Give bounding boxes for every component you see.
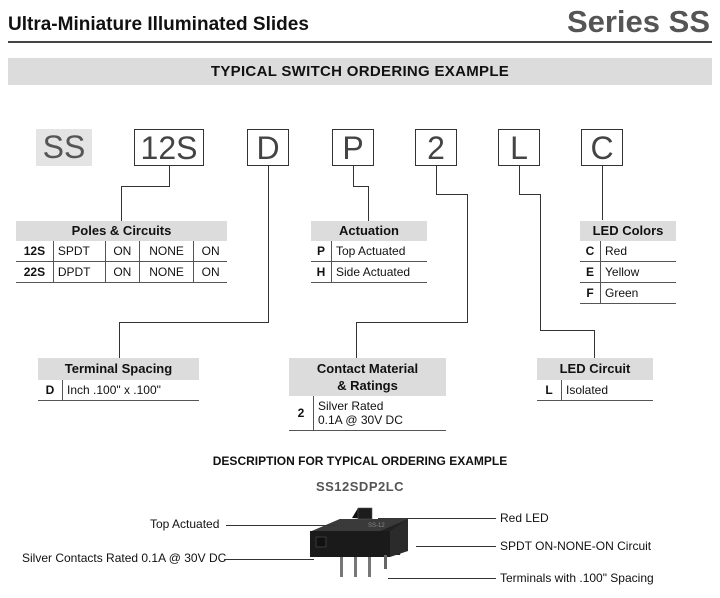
led-circuit-title: LED Circuit [537, 358, 653, 380]
slide-switch-image: SS-12 [310, 507, 408, 577]
led-colors-title: LED Colors [580, 221, 676, 241]
section-banner: TYPICAL SWITCH ORDERING EXAMPLE [8, 58, 712, 85]
poles-code: 22S [16, 261, 54, 283]
actuation-label: Top Actuated [331, 241, 427, 262]
led-colors-table: LED Colors C Red E Yellow F Green [580, 221, 676, 304]
actuation-label: Side Actuated [331, 261, 427, 283]
table-row: C Red [580, 241, 676, 262]
actuation-code: P [311, 241, 332, 262]
page-title: Ultra-Miniature Illuminated Slides [8, 14, 309, 35]
actuation-table: Actuation P Top Actuated H Side Actuated [311, 221, 427, 283]
leader-line [416, 546, 496, 547]
table-row: P Top Actuated [311, 241, 427, 262]
series-title: Series SS [566, 4, 710, 39]
poles-circuits-title: Poles & Circuits [16, 221, 227, 241]
led-circuit-code: L [537, 380, 562, 401]
label-circuit: SPDT ON-NONE-ON Circuit [500, 539, 652, 553]
led-color-code: F [580, 282, 601, 304]
table-row: 22S DPDT ON NONE ON [16, 261, 227, 283]
leader-line [378, 518, 496, 519]
code-part-series: SS [36, 129, 92, 166]
led-color-label: Green [600, 282, 676, 304]
poles-position: NONE [138, 241, 194, 262]
table-row: H Side Actuated [311, 261, 427, 283]
led-color-code: C [580, 241, 601, 262]
code-part-terminal: D [247, 129, 289, 166]
poles-circuits-table: Poles & Circuits 12S SPDT ON NONE ON 22S… [16, 221, 227, 283]
poles-position: ON [104, 241, 140, 262]
code-part-actuation: P [332, 129, 374, 166]
header-divider [8, 41, 712, 43]
poles-type: SPDT [52, 241, 106, 262]
actuation-code: H [311, 261, 332, 283]
contact-line1: Silver Rated [318, 399, 384, 413]
code-part-poles: 12S [134, 129, 204, 166]
terminal-code: D [38, 380, 63, 401]
terminal-spacing-title: Terminal Spacing [38, 358, 199, 380]
code-part-led-color: C [581, 129, 623, 166]
led-color-code: E [580, 261, 601, 283]
contact-code: 2 [289, 396, 314, 431]
description-code: SS12SDP2LC [315, 479, 405, 494]
table-row: D Inch .100" x .100" [38, 380, 199, 401]
description-title: DESCRIPTION FOR TYPICAL ORDERING EXAMPLE [212, 454, 508, 468]
label-silver-contacts: Silver Contacts Rated 0.1A @ 30V DC [22, 551, 227, 565]
led-circuit-table: LED Circuit L Isolated [537, 358, 653, 401]
code-part-contact: 2 [415, 129, 457, 166]
table-row: E Yellow [580, 261, 676, 283]
poles-position: NONE [138, 261, 194, 283]
contact-material-table: Contact Material & Ratings 2 Silver Rate… [289, 358, 446, 431]
led-color-label: Yellow [600, 261, 676, 283]
led-circuit-label: Isolated [561, 380, 653, 401]
poles-type: DPDT [52, 261, 106, 283]
terminal-label: Inch .100" x .100" [62, 380, 199, 401]
poles-position: ON [193, 241, 227, 262]
leader-line [224, 559, 314, 560]
table-row: F Green [580, 282, 676, 304]
table-row: L Isolated [537, 380, 653, 401]
leader-line [388, 578, 496, 579]
code-part-led-circuit: L [498, 129, 540, 166]
table-row: 2 Silver Rated 0.1A @ 30V DC [289, 396, 446, 431]
svg-text:SS-12: SS-12 [368, 523, 385, 529]
poles-code: 12S [16, 241, 54, 262]
poles-position: ON [193, 261, 227, 283]
label-top-actuated: Top Actuated [150, 517, 220, 531]
leader-line [226, 525, 336, 526]
contact-rating: Silver Rated 0.1A @ 30V DC [313, 396, 446, 431]
label-red-led: Red LED [500, 511, 549, 525]
actuation-title: Actuation [311, 221, 427, 241]
terminal-spacing-table: Terminal Spacing D Inch .100" x .100" [38, 358, 199, 401]
contact-title-line1: Contact Material [316, 361, 419, 376]
poles-position: ON [104, 261, 140, 283]
contact-line2: 0.1A @ 30V DC [318, 413, 403, 427]
table-row: 12S SPDT ON NONE ON [16, 241, 227, 262]
contact-material-title: Contact Material & Ratings [289, 358, 446, 396]
label-terminals: Terminals with .100" Spacing [500, 571, 654, 585]
contact-title-line2: & Ratings [337, 378, 398, 393]
led-color-label: Red [600, 241, 676, 262]
